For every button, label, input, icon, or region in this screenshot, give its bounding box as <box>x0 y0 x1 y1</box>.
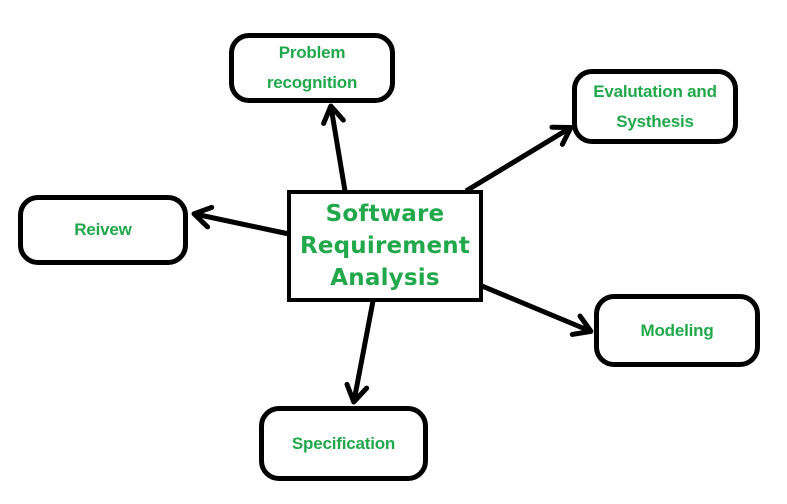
node-evaluation-systhesis: Evalutation and Systhesis <box>572 69 738 144</box>
node-evaluation-systhesis-label: Evalutation and Systhesis <box>593 81 717 131</box>
node-specification-label: Specification <box>291 433 396 453</box>
node-software-requirement-analysis-label: Software Requirement Analysis <box>299 201 471 291</box>
node-reivew-label: Reivew <box>74 220 132 239</box>
node-problem-recognition: Problem recognition <box>229 33 395 103</box>
arrow-center-to-problem-recognition <box>321 103 348 192</box>
arrow-center-to-modeling <box>481 283 594 337</box>
arrow-center-to-specification <box>344 300 376 405</box>
node-software-requirement-analysis: Software Requirement Analysis <box>287 190 483 302</box>
node-modeling: Modeling <box>594 294 760 367</box>
node-specification: Specification <box>259 406 428 481</box>
node-modeling-label: Modeling <box>640 320 714 340</box>
arrow-center-to-reivew <box>191 204 290 237</box>
arrow-center-to-evaluation-systhesis <box>464 124 574 194</box>
node-reivew: Reivew <box>18 195 188 265</box>
node-problem-recognition-label: Problem recognition <box>266 43 358 92</box>
